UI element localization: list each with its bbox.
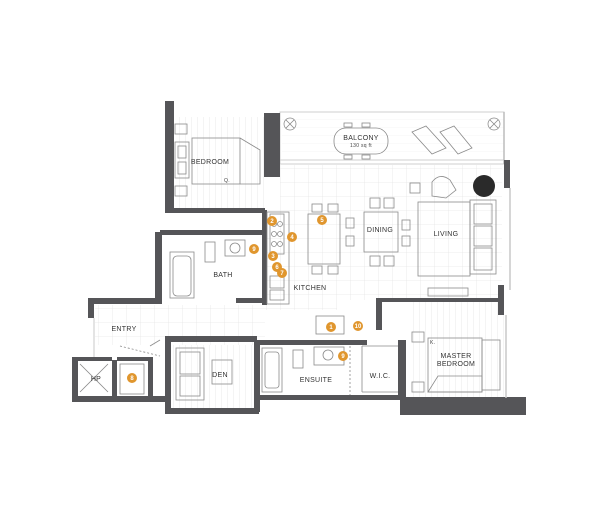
floor-lamp bbox=[473, 175, 495, 197]
marker: 2 bbox=[267, 216, 277, 226]
marker: 4 bbox=[287, 232, 297, 242]
svg-text:2: 2 bbox=[270, 219, 274, 225]
marker: 9 bbox=[249, 244, 259, 254]
wic-shelves bbox=[361, 345, 398, 393]
svg-text:1: 1 bbox=[329, 325, 333, 331]
living-label: LIVING bbox=[434, 231, 459, 238]
marker: 9 bbox=[338, 351, 348, 361]
master-label-line1: MASTER bbox=[441, 353, 472, 360]
marker: 7 bbox=[277, 268, 287, 278]
master-floor bbox=[408, 300, 506, 400]
svg-text:9: 9 bbox=[341, 354, 345, 360]
dining-label: DINING bbox=[367, 227, 393, 234]
ensuite-label: ENSUITE bbox=[300, 377, 332, 384]
svg-text:10: 10 bbox=[355, 324, 362, 330]
wic-label: W.I.C. bbox=[370, 373, 391, 380]
svg-text:7: 7 bbox=[280, 271, 284, 277]
bath-label: BATH bbox=[213, 272, 232, 279]
living-furniture bbox=[409, 176, 497, 297]
svg-text:5: 5 bbox=[320, 218, 324, 224]
svg-text:9: 9 bbox=[252, 247, 256, 253]
master-bed-size: K. bbox=[430, 340, 435, 346]
svg-text:8: 8 bbox=[130, 376, 134, 382]
balcony-furniture bbox=[283, 117, 501, 160]
svg-text:3: 3 bbox=[271, 254, 275, 260]
bedroom-bed-size: Q. bbox=[224, 178, 230, 184]
bath-fixtures bbox=[169, 239, 246, 299]
dining-table bbox=[307, 197, 411, 275]
marker: 8 bbox=[127, 373, 137, 383]
bedroom-label: BEDROOM bbox=[191, 159, 229, 166]
den-furniture bbox=[175, 347, 233, 401]
marker: 1 bbox=[326, 322, 336, 332]
marker: 10 bbox=[353, 321, 363, 331]
svg-text:4: 4 bbox=[290, 235, 294, 241]
svg-text:6: 6 bbox=[275, 265, 279, 271]
entry-details bbox=[79, 339, 161, 395]
master-furniture bbox=[411, 331, 501, 393]
balcony-floor bbox=[282, 112, 504, 162]
master-label-line2: BEDROOM bbox=[437, 361, 475, 368]
marker: 5 bbox=[317, 215, 327, 225]
balcony-area: 130 sq ft bbox=[350, 143, 372, 149]
bedroom-furniture bbox=[174, 123, 261, 197]
marker: 3 bbox=[268, 251, 278, 261]
entry-label: ENTRY bbox=[111, 326, 136, 333]
hp-label: HP bbox=[91, 376, 101, 383]
ensuite-fixtures bbox=[261, 346, 351, 395]
den-label: DEN bbox=[212, 372, 228, 379]
kitchen-label: KITCHEN bbox=[294, 285, 327, 292]
balcony-label: BALCONY bbox=[343, 135, 379, 142]
walls bbox=[72, 101, 526, 415]
